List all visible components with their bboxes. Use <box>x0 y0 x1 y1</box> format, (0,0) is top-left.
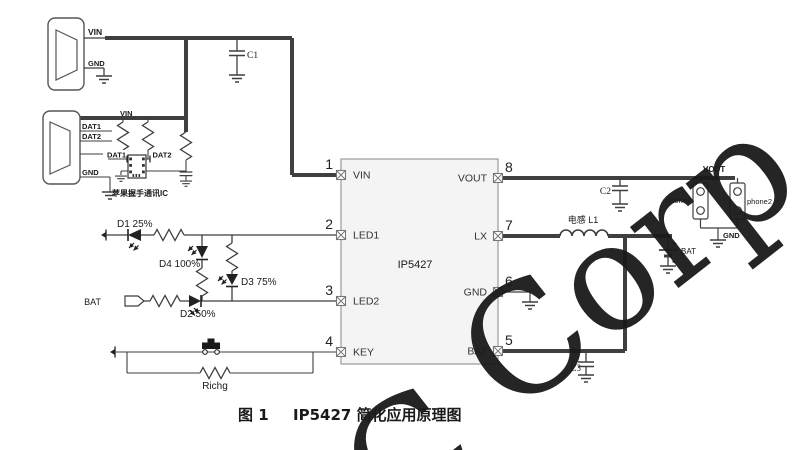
handshake-dat2-label: DAT2 <box>153 151 172 160</box>
richg-label: Richg <box>202 381 228 392</box>
pin3-number: 3 <box>325 282 333 298</box>
usb-plug-inner-icon <box>55 29 78 81</box>
led-indicator-network: D1 25% D4 100% D3 75% BAT D2 50% <box>84 219 336 320</box>
usb-plug-icon <box>47 17 85 91</box>
vin-trunk-wire <box>105 36 336 177</box>
pin4-name: KEY <box>353 347 374 359</box>
ground-symbol <box>95 75 113 84</box>
pin7-name: LX <box>474 231 487 243</box>
battery-label: BAT <box>681 247 696 256</box>
dat2-pin-label: DAT2 <box>82 132 101 141</box>
inductor-label: 电感 L1 <box>568 214 599 225</box>
c3-label: C3 <box>570 363 581 373</box>
capacitor-symbol <box>179 171 193 177</box>
handshake-ic-pins <box>129 157 145 177</box>
ic-body <box>340 158 499 365</box>
c2-label: C2 <box>600 187 611 197</box>
pin7-number: 7 <box>505 217 513 233</box>
caption-title: IP5427 简化应用原理图 <box>293 406 462 424</box>
ground-symbol <box>179 180 193 187</box>
battery-plus-sign: + <box>671 239 677 250</box>
led-d3 <box>226 274 238 285</box>
pin6-name: GND <box>464 287 488 299</box>
led-resistor <box>225 242 239 272</box>
richg-resistor <box>199 366 231 380</box>
pin-marker <box>335 169 347 181</box>
pin1-number: 1 <box>325 156 333 172</box>
output-gnd-label: GND <box>723 231 740 240</box>
d1-label: D1 25% <box>117 219 153 230</box>
pin1-name: VIN <box>353 170 371 182</box>
pin-marker <box>492 172 504 184</box>
led-resistor <box>149 294 181 308</box>
d3-label: D3 75% <box>241 277 277 288</box>
battery-minus-sign: - <box>672 254 676 268</box>
pullup-resistor <box>141 121 155 151</box>
dat1-pin-label: DAT1 <box>82 122 101 131</box>
figure-caption: 图 1 IP5427 简化应用原理图 <box>238 406 462 424</box>
led-resistor <box>153 228 185 242</box>
ground-symbol <box>114 175 128 182</box>
output-network: C2 VOUT phone1 phone2 GND 电感 L1 + - BAT … <box>502 165 772 383</box>
vin-pin-label: VIN <box>88 27 102 37</box>
pin2-name: LED1 <box>353 230 379 242</box>
label-backing <box>103 150 127 159</box>
handshake-ic-body <box>127 154 147 179</box>
bat-wire <box>502 236 627 353</box>
key-button-network: Richg <box>110 338 336 392</box>
pin5-name: BAT <box>467 346 487 358</box>
capacitor-c1: C1 <box>228 38 258 83</box>
led-d1 <box>128 229 141 241</box>
pin-marker <box>335 295 347 307</box>
led-d2 <box>189 295 201 307</box>
capacitor-symbol <box>228 50 246 57</box>
pin-marker <box>492 230 504 242</box>
vin-net-label: VIN <box>120 109 133 118</box>
gnd-pin-label: GND <box>82 168 99 177</box>
power-wires <box>80 36 735 353</box>
pin3-name: LED2 <box>353 296 379 308</box>
d4-label: D4 100% <box>159 259 200 270</box>
usb-power-connector: VIN GND <box>47 17 113 91</box>
bat-net-label: BAT <box>84 297 101 307</box>
gnd-pin-label: GND <box>88 59 105 68</box>
caption-prefix: 图 1 <box>238 406 269 424</box>
usb-plug-icon <box>42 110 81 185</box>
usb-plug-inner-icon <box>49 121 71 175</box>
pin6-number: 6 <box>505 273 513 289</box>
push-button-icon <box>202 342 220 349</box>
pin8-name: VOUT <box>458 173 488 185</box>
ic-name: IP5427 <box>398 259 433 271</box>
usb-data-connector: VIN DAT1 DAT2 GND <box>42 109 133 200</box>
pullup-resistor <box>116 121 130 151</box>
d2-label: D2 50% <box>180 309 216 320</box>
pin-marker <box>335 229 347 241</box>
ground-symbol <box>228 74 246 83</box>
handshake-ic-network: DAT1 DAT2 苹果握手通讯IC <box>103 118 193 198</box>
pullup-resistor <box>179 131 193 161</box>
net-stub-icon <box>110 349 115 355</box>
inductor-l1-icon <box>559 229 609 237</box>
phone1-label: phone1 <box>666 196 691 205</box>
pin8-number: 8 <box>505 159 513 175</box>
main-ic: IP5427 1 2 3 4 VIN LED1 LED2 KEY 8 7 6 5… <box>325 156 513 365</box>
pin4-number: 4 <box>325 333 333 349</box>
vout-net-label: VOUT <box>703 165 725 174</box>
pin-marker <box>335 346 347 358</box>
handshake-dat1-label: DAT1 <box>107 151 126 160</box>
led-resistor <box>195 267 209 297</box>
phone2-label: phone2 <box>747 197 772 206</box>
pin2-number: 2 <box>325 216 333 232</box>
handshake-ic-label: 苹果握手通讯IC <box>112 188 168 198</box>
net-stub-icon <box>101 232 106 238</box>
pin5-number: 5 <box>505 332 513 348</box>
led-d4 <box>196 246 208 258</box>
bat-terminal-icon <box>124 295 145 307</box>
c1-label: C1 <box>247 51 258 61</box>
